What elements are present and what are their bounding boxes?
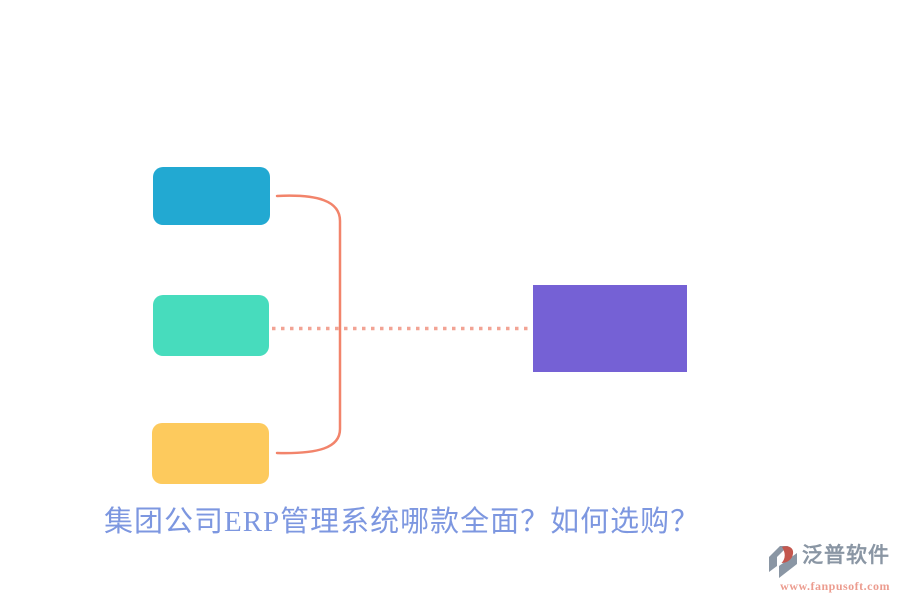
- logo-red-swoosh: [781, 546, 794, 563]
- brand-watermark: 泛普软件 www.fanpusoft.com: [760, 542, 890, 594]
- logo-gray-sail: [779, 553, 797, 578]
- bracket-connector: [275, 194, 342, 455]
- fanpu-logo-icon: [769, 546, 797, 578]
- node-bottom-yellow: [152, 423, 269, 484]
- brand-url: www.fanpusoft.com: [780, 579, 890, 593]
- node-top-blue: [153, 167, 270, 225]
- node-middle-teal: [153, 295, 269, 356]
- logo-gray-ribbon: [769, 546, 788, 572]
- brand-name: 泛普软件: [802, 543, 890, 567]
- node-result-purple: [533, 285, 687, 372]
- page-title: 集团公司ERP管理系统哪款全面？如何选购？: [104, 506, 701, 538]
